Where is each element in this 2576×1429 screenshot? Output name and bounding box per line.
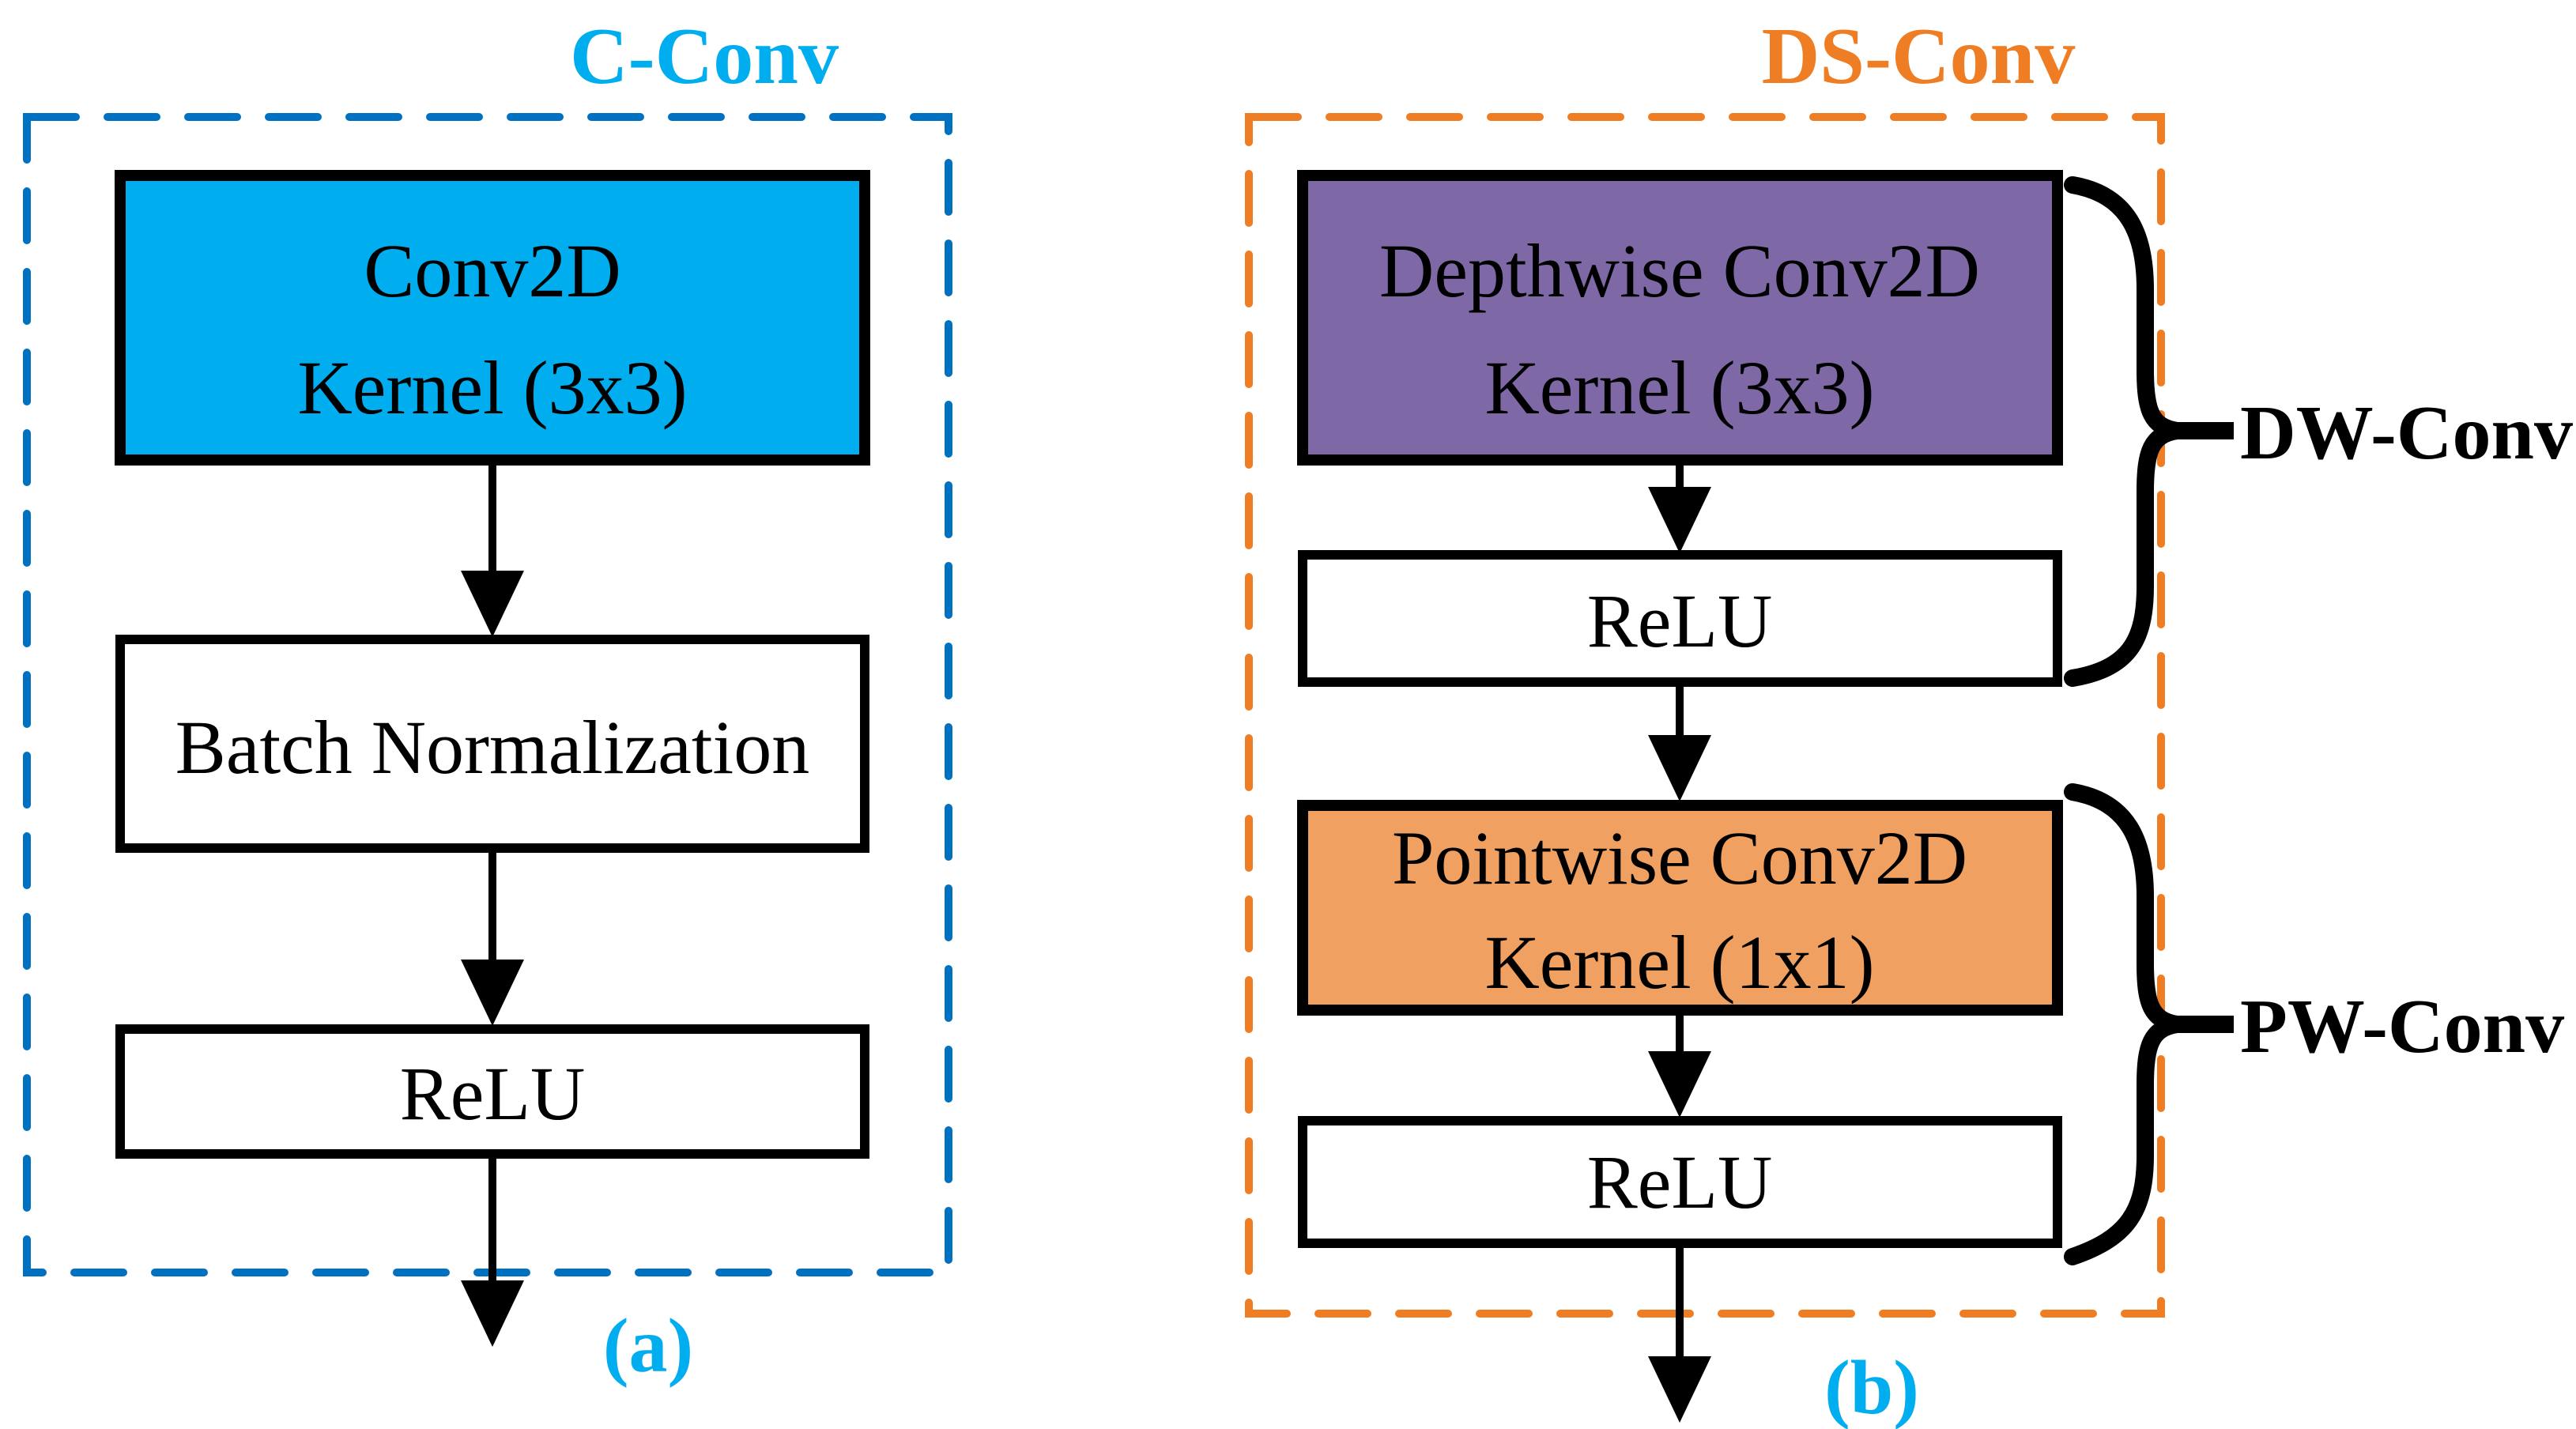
conv2d-box-line1: Conv2D bbox=[364, 228, 620, 313]
pointwise-box-line1: Pointwise Conv2D bbox=[1392, 816, 1967, 900]
dw-conv-brace-group: DW-Conv bbox=[2064, 176, 2573, 687]
relu-left-label: ReLU bbox=[400, 1051, 586, 1136]
relu-box-right-2 bbox=[1298, 1116, 2062, 1248]
relu-box-right-1 bbox=[1298, 550, 2062, 687]
arrow-c-conv-output bbox=[461, 1154, 524, 1347]
arrow-bn-to-relu bbox=[461, 848, 524, 1026]
arrow-pointwise-to-relu2 bbox=[1648, 1010, 1711, 1118]
c-conv-title: C-Conv bbox=[570, 12, 839, 101]
arrow-conv2d-to-bn bbox=[461, 460, 524, 637]
conv2d-box-line2: Kernel (3x3) bbox=[297, 345, 687, 430]
ds-conv-title: DS-Conv bbox=[1762, 12, 2076, 101]
ds-conv-dashed-border bbox=[1245, 113, 2165, 1318]
pw-conv-label: PW-Conv bbox=[2240, 984, 2564, 1069]
arrow-head bbox=[1648, 1051, 1711, 1118]
arrow-ds-conv-output bbox=[1648, 1243, 1711, 1423]
c-conv-panel: C-Conv Conv2D Kernel (3x3) Batch Normali… bbox=[23, 12, 952, 1389]
caption-a: (a) bbox=[603, 1303, 693, 1389]
arrow-head bbox=[1648, 735, 1711, 801]
caption-b: (b) bbox=[1824, 1345, 1919, 1429]
arrow-head bbox=[461, 571, 524, 637]
pointwise-box-line2: Kernel (1x1) bbox=[1484, 920, 1874, 1005]
arrow-head bbox=[1648, 487, 1711, 553]
arrow-head bbox=[461, 960, 524, 1026]
arrow-depthwise-to-relu1 bbox=[1648, 460, 1711, 553]
relu-right-1-label: ReLU bbox=[1587, 579, 1773, 663]
pw-conv-brace-group: PW-Conv bbox=[2064, 783, 2564, 1265]
pointwise-conv2d-box bbox=[1297, 800, 2063, 1016]
dw-conv-label: DW-Conv bbox=[2240, 390, 2573, 476]
ds-conv-panel: DS-Conv Depthwise Conv2D Kernel (3x3) Re… bbox=[1245, 12, 2573, 1429]
batch-normalization-box bbox=[115, 635, 869, 853]
arrow-relu1-to-pointwise bbox=[1648, 682, 1711, 801]
relu-right-2-label: ReLU bbox=[1587, 1140, 1773, 1224]
relu-box-left bbox=[115, 1024, 869, 1159]
arrow-head bbox=[1648, 1356, 1711, 1423]
depthwise-box-line2: Kernel (3x3) bbox=[1484, 345, 1874, 430]
depthwise-box-line1: Depthwise Conv2D bbox=[1379, 228, 1980, 313]
arrow-head bbox=[461, 1280, 524, 1347]
c-conv-dashed-border bbox=[23, 113, 952, 1276]
batch-normalization-label: Batch Normalization bbox=[175, 705, 809, 790]
